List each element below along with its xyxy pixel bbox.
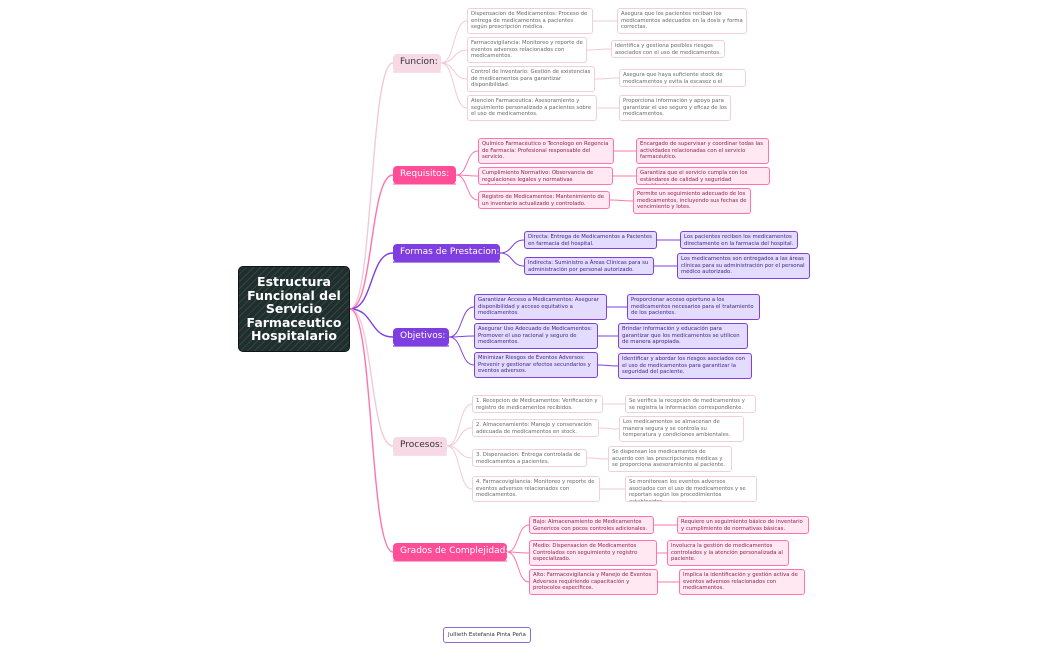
- connector: [506, 551, 530, 583]
- subtopic[interactable]: Indirecta: Suministro a Áreas Clínicas p…: [524, 257, 654, 275]
- branch-5[interactable]: Procesos:: [393, 437, 447, 455]
- subtopic-detail[interactable]: Identificar y abordar los riesgos asocia…: [618, 353, 752, 379]
- connector: [448, 306, 475, 338]
- subtopic-detail[interactable]: Proporcionar acceso oportuno a los medic…: [627, 294, 760, 320]
- branch-4[interactable]: Objetivos:: [393, 328, 449, 346]
- subtopic[interactable]: 1. Recepcion de Medicamentos: Verificaci…: [472, 395, 603, 413]
- subtopic[interactable]: Alto: Farmacovigilancia y Manejo de Even…: [529, 569, 658, 595]
- connector: [499, 252, 525, 267]
- subtopic[interactable]: Medio: Dispensacion de Medicamentos Cont…: [529, 540, 657, 566]
- root-topic[interactable]: Estructura Funcional del Servicio Farmac…: [238, 266, 350, 352]
- subtopic[interactable]: Bajo: Almacenamiento de Medicamentos Gen…: [529, 516, 654, 534]
- connector: [448, 336, 475, 366]
- subtopic[interactable]: Farmacovigilancia: Monitoreo y reporte d…: [467, 37, 587, 63]
- connector: [499, 239, 525, 254]
- subtopic[interactable]: Dispensacion de Medicamentos: Proceso de…: [467, 8, 593, 34]
- connector: [448, 335, 475, 338]
- connector: [594, 77, 620, 80]
- connector: [349, 308, 394, 338]
- subtopic[interactable]: Atencion Farmaceutica: Asesoramiento y s…: [467, 95, 597, 121]
- branch-1[interactable]: Funcion:: [393, 54, 441, 72]
- connector: [586, 457, 609, 460]
- subtopic-detail[interactable]: Los medicamentos se almacenan de manera …: [619, 416, 744, 442]
- connector: [440, 62, 468, 80]
- subtopic[interactable]: Químico Farmacéutico o Tecnologo en Rege…: [478, 138, 614, 164]
- subtopic-detail[interactable]: Brindar información y educación para gar…: [618, 323, 748, 349]
- connector: [586, 48, 612, 51]
- connector: [446, 403, 473, 447]
- subtopic-detail[interactable]: Implica la identificación y gestión acti…: [679, 569, 805, 595]
- subtopic[interactable]: 3. Dispensacion: Entrega controlada de m…: [472, 449, 587, 467]
- subtopic[interactable]: Registro de Medicamentos: Mantenimiento …: [478, 191, 610, 209]
- subtopic[interactable]: Control de Inventario: Gestión de existe…: [467, 66, 595, 92]
- connector: [506, 524, 530, 553]
- subtopic[interactable]: Minimizar Riesgos de Eventos Adversos: P…: [474, 352, 598, 378]
- author-label: Jullieth Estefania Pinta Peña: [443, 627, 531, 643]
- connector: [455, 150, 479, 176]
- subtopic-detail[interactable]: Los medicamentos son entregados a las ár…: [677, 253, 810, 279]
- connector: [455, 174, 479, 201]
- connector: [440, 20, 468, 64]
- connector: [597, 364, 619, 367]
- connector: [349, 174, 394, 310]
- subtopic[interactable]: Cumplimiento Normativo: Observancia de r…: [478, 167, 613, 185]
- subtopic[interactable]: Asegurar Uso Adecuado de Medicamentos: P…: [474, 323, 598, 349]
- connector: [446, 445, 473, 490]
- connector: [349, 252, 394, 310]
- subtopic-detail[interactable]: Asegura que los pacientes reciban los me…: [617, 8, 747, 34]
- subtopic-detail[interactable]: Identifica y gestiona posibles riesgos a…: [611, 40, 725, 58]
- subtopic-detail[interactable]: Se monitorean los eventos adversos asoci…: [625, 476, 757, 502]
- branch-6[interactable]: Grados de Complejidad:: [393, 543, 508, 561]
- subtopic-detail[interactable]: Encargado de supervisar y coordinar toda…: [636, 138, 769, 164]
- subtopic-detail[interactable]: Se dispensan los medicamentos de acuerdo…: [608, 446, 732, 472]
- subtopic-detail[interactable]: Se verifica la recepción de medicamentos…: [625, 395, 756, 413]
- subtopic-detail[interactable]: Requiere un seguimiento básico de invent…: [677, 516, 809, 534]
- subtopic-detail[interactable]: Involucra la gestión de medicamentos con…: [667, 540, 789, 566]
- connector: [349, 62, 394, 310]
- connector: [440, 49, 468, 64]
- subtopic-detail[interactable]: Garantiza que el servicio cumpla con los…: [636, 167, 770, 185]
- connector: [349, 308, 394, 553]
- connector: [349, 308, 394, 447]
- subtopic[interactable]: Garantizar Acceso a Medicamentos: Asegur…: [474, 294, 607, 320]
- connector: [446, 427, 473, 447]
- subtopic[interactable]: 2. Almacenamiento: Manejo y conservación…: [472, 419, 599, 437]
- branch-2[interactable]: Requisitos:: [393, 166, 456, 184]
- connector: [440, 62, 468, 109]
- subtopic-detail[interactable]: Permite un seguimiento adecuado de los m…: [633, 188, 751, 214]
- branch-3[interactable]: Formas de Prestacion:: [393, 244, 500, 262]
- subtopic[interactable]: 4. Farmacovigilancia: Monitoreo y report…: [472, 476, 600, 502]
- connector: [598, 427, 620, 430]
- subtopic-detail[interactable]: Los pacientes reciben los medicamentos d…: [680, 231, 798, 249]
- connector: [609, 199, 634, 202]
- subtopic[interactable]: Directa: Entrega de Medicamentos a Pacie…: [524, 231, 657, 249]
- subtopic-detail[interactable]: Asegura que haya suficiente stock de med…: [619, 69, 746, 87]
- subtopic-detail[interactable]: Proporciona información y apoyo para gar…: [619, 95, 731, 121]
